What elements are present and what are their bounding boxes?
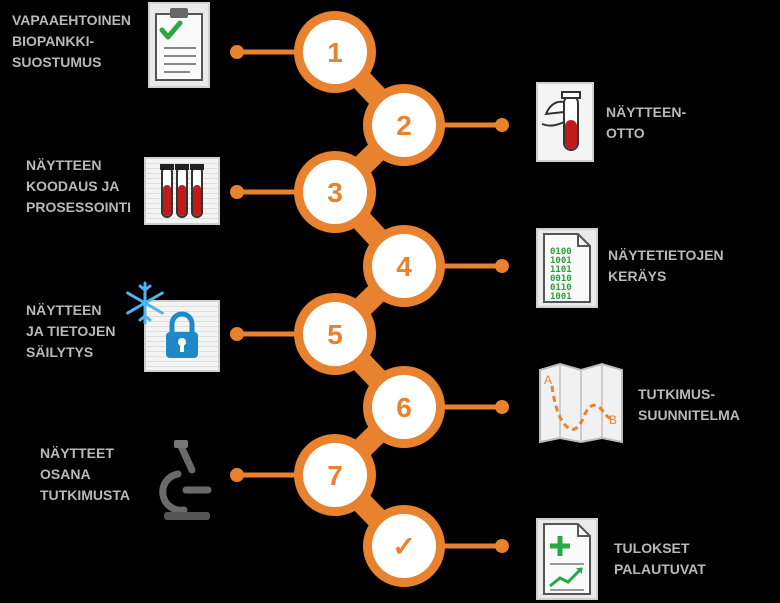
step-8-number: ✓ xyxy=(392,531,415,562)
step-7-node xyxy=(303,443,367,507)
research-map-icon: A B xyxy=(538,362,624,446)
step-3-node xyxy=(303,160,367,224)
frozen-lock-icon xyxy=(144,300,220,372)
binary-row: 1101 xyxy=(550,265,572,275)
step-4-node xyxy=(372,234,436,298)
step-4-number: 4 xyxy=(396,251,412,282)
step-2-node xyxy=(372,93,436,157)
binary-row: 1001 xyxy=(550,256,572,266)
microscope-icon xyxy=(156,438,218,522)
step-2-label: NÄYTTEEN-OTTO xyxy=(606,104,687,141)
map-end-marker: B xyxy=(609,413,617,427)
binary-row: 0010 xyxy=(550,274,572,284)
sample-tube-icon xyxy=(536,82,594,162)
step-6-label: TUTKIMUS-SUUNNITELMA xyxy=(638,386,740,423)
step-7-number: 7 xyxy=(327,460,343,491)
snowflake-icon xyxy=(126,281,164,325)
step-8-branch-dot xyxy=(495,539,509,553)
binary-row: 0110 xyxy=(550,283,572,293)
step-3-number: 3 xyxy=(327,177,343,208)
test-tubes-rack-icon xyxy=(144,157,220,225)
step-5-branch-dot xyxy=(230,327,244,341)
step-2-number: 2 xyxy=(396,110,412,141)
step-5-node xyxy=(303,302,367,366)
step-1-branch-dot xyxy=(230,45,244,59)
step-1-number: 1 xyxy=(327,37,343,68)
step-nodes: 1 2 3 4 5 6 7 ✓ xyxy=(294,11,445,587)
step-7-branch-dot xyxy=(230,468,244,482)
map-start-marker: A xyxy=(544,373,552,387)
step-6-number: 6 xyxy=(396,392,412,423)
consent-clipboard-icon xyxy=(148,2,210,88)
binary-row: 0100 xyxy=(550,247,572,257)
step-4-branch-dot xyxy=(495,259,509,273)
step-3-branch-dot xyxy=(230,185,244,199)
results-chart-document-icon xyxy=(536,518,598,600)
step-5-number: 5 xyxy=(327,319,343,350)
step-1-node xyxy=(303,20,367,84)
step-2-branch-dot xyxy=(495,118,509,132)
step-8-node xyxy=(372,514,436,578)
step-6-node xyxy=(372,375,436,439)
binary-row: 1001 xyxy=(550,292,572,302)
step-6-branch-dot xyxy=(495,400,509,414)
